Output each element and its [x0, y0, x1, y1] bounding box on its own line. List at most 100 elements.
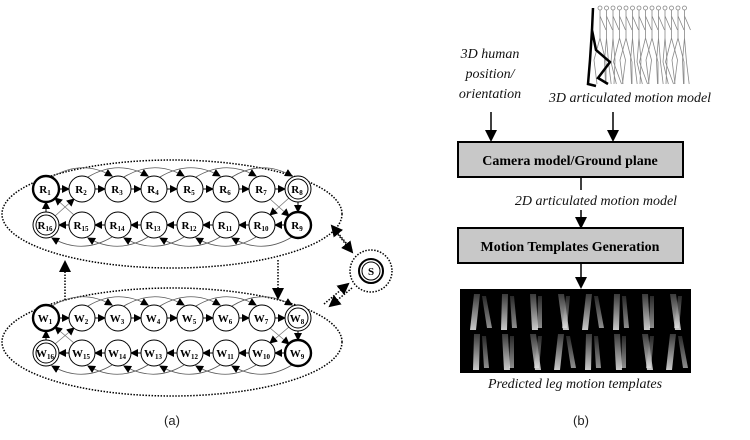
state-node: W5 [176, 304, 204, 332]
skip-transition [231, 296, 293, 307]
skip-transition [159, 167, 221, 178]
skip-transition [87, 364, 149, 375]
state-circle [248, 211, 276, 239]
state-circle [140, 211, 168, 239]
state-circle [284, 175, 312, 203]
state-node: R1 [31, 174, 61, 204]
leg-template [678, 336, 688, 368]
state-circle [104, 175, 132, 203]
stick-figure-head [623, 5, 629, 11]
state-label: R9 [291, 220, 303, 233]
state-circle [140, 304, 168, 332]
transition-arrow [54, 197, 75, 216]
state-label: R5 [183, 184, 195, 197]
leg-template [646, 336, 654, 368]
state-circle [176, 211, 204, 239]
start-state-boundary [349, 249, 393, 293]
stick-figure-head [643, 5, 648, 11]
panel-b-caption: (b) [573, 413, 589, 428]
stick-figure-frame [630, 10, 639, 85]
stick-figure-frame [645, 10, 659, 85]
walk-group-boundary [1, 287, 343, 397]
skip-transition [51, 236, 113, 247]
state-node: R10 [248, 211, 276, 239]
accepting-ring [287, 307, 309, 329]
leg-template [470, 294, 480, 330]
transition-arrow [269, 326, 290, 344]
state-circle [212, 339, 240, 367]
leg-template [582, 294, 592, 330]
state-node: R13 [140, 211, 168, 239]
leg-template [613, 294, 620, 330]
stick-figure-head [617, 5, 622, 11]
state-node: W2 [68, 304, 96, 332]
state-node: W14 [104, 339, 132, 367]
leg-template [510, 296, 517, 328]
skip-transition [51, 364, 113, 375]
stick-figure-frame [636, 10, 646, 85]
state-circle [176, 175, 204, 203]
leg-template [649, 296, 654, 328]
templates-generation-label: Motion Templates Generation [481, 240, 660, 255]
leg-template [554, 334, 564, 370]
state-node: R4 [140, 175, 168, 203]
state-label: R3 [111, 184, 123, 197]
state-circle [104, 211, 132, 239]
camera-model-box [457, 141, 684, 178]
input-position-line3: orientation [459, 87, 521, 102]
stick-figure-frame [671, 10, 685, 85]
state-circle [176, 339, 204, 367]
state-circle [31, 303, 61, 333]
start-state-outer [358, 258, 384, 284]
leg-template [666, 334, 676, 370]
state-node: R15 [68, 211, 96, 239]
state-circle [212, 175, 240, 203]
run-group-boundary [1, 159, 343, 269]
state-node: W10 [248, 339, 276, 367]
state-circle [248, 175, 276, 203]
state-node: R6 [212, 175, 240, 203]
stick-figure-head [682, 5, 687, 11]
leg-template [482, 336, 489, 368]
state-circle [32, 211, 60, 239]
state-circle [31, 174, 61, 204]
panel-b: 3D human position/ orientation 3D articu… [457, 3, 711, 428]
stick-figure-frame [619, 10, 633, 85]
skip-transition [231, 364, 293, 375]
state-circle [176, 304, 204, 332]
state-node: W13 [140, 339, 168, 367]
state-node: R7 [248, 175, 276, 203]
leg-template [534, 336, 542, 368]
state-node: R9 [283, 210, 313, 240]
state-circle [283, 210, 313, 240]
state-label: R8 [291, 184, 303, 197]
state-node: R2 [68, 175, 96, 203]
start-state-label: S [368, 266, 374, 278]
stick-figure-head [610, 5, 616, 11]
stick-figure-head [662, 5, 668, 11]
motion-model-label: 3D articulated motion model [548, 91, 711, 106]
stick-figure-head [656, 5, 661, 11]
state-node: W3 [104, 304, 132, 332]
intermediate-label: 2D articulated motion model [515, 194, 677, 209]
state-label: R7 [255, 184, 267, 197]
state-label: R6 [219, 184, 231, 197]
transition-arrow [54, 327, 75, 345]
state-node: W6 [212, 304, 240, 332]
state-circle [140, 175, 168, 203]
stick-figure-frame [682, 10, 691, 85]
state-circle [104, 339, 132, 367]
leg-template [594, 296, 604, 328]
leg-template [502, 334, 510, 370]
state-node: W15 [68, 339, 96, 367]
leg-templates-image [460, 289, 691, 373]
state-node: W8 [284, 304, 312, 332]
state-circle [248, 304, 276, 332]
state-circle [283, 338, 313, 368]
stick-figure-head [636, 5, 642, 11]
state-node: W16 [32, 339, 60, 367]
state-node: R14 [104, 211, 132, 239]
skip-transition [159, 296, 221, 307]
